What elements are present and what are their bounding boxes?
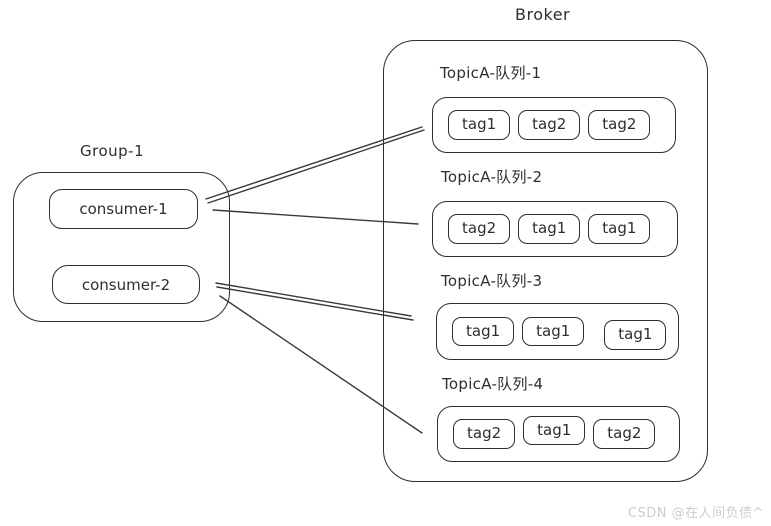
queue-4-tag-1: tag2 [453,419,516,449]
queue-3-tag-1: tag1 [452,316,515,347]
queue-3-container: tag1 tag1 tag1 [436,303,679,360]
queue-1-tag-3: tag2 [588,110,651,140]
broker-box [383,40,708,482]
broker-title: Broker [515,5,571,24]
queue-3-tag-3: tag1 [604,320,667,350]
line-consumer2-queue3-a [215,282,412,317]
queue-2-tag-1: tag2 [448,214,511,244]
queue-1-tag-2: tag2 [518,110,581,140]
consumer-group-box [13,172,230,322]
queue-2-container: tag2 tag1 tag1 [432,201,678,257]
queue-3-tag-2: tag1 [522,316,585,347]
consumer-2-label: consumer-2 [81,275,171,294]
consumer-2-node: consumer-2 [52,265,200,304]
consumer-1-label: consumer-1 [79,200,168,218]
queue-4-tag-2: tag1 [523,415,586,446]
queue-1-tag-1: tag1 [448,110,511,140]
queue-3-label: TopicA-队列-3 [441,272,543,290]
group-title: Group-1 [80,142,145,160]
queue-4-container: tag2 tag1 tag2 [437,406,680,462]
queue-2-label: TopicA-队列-2 [441,168,543,186]
csdn-watermark: CSDN @在人间负债^ [627,506,764,521]
queue-1-container: tag1 tag2 tag2 [432,97,676,153]
queue-2-tag-2: tag1 [518,214,581,244]
queue-4-label: TopicA-队列-4 [442,375,544,393]
queue-1-label: TopicA-队列-1 [440,64,542,82]
queue-4-tag-3: tag2 [593,419,656,449]
consumer-1-node: consumer-1 [49,189,198,229]
queue-2-tag-3: tag1 [588,214,651,244]
